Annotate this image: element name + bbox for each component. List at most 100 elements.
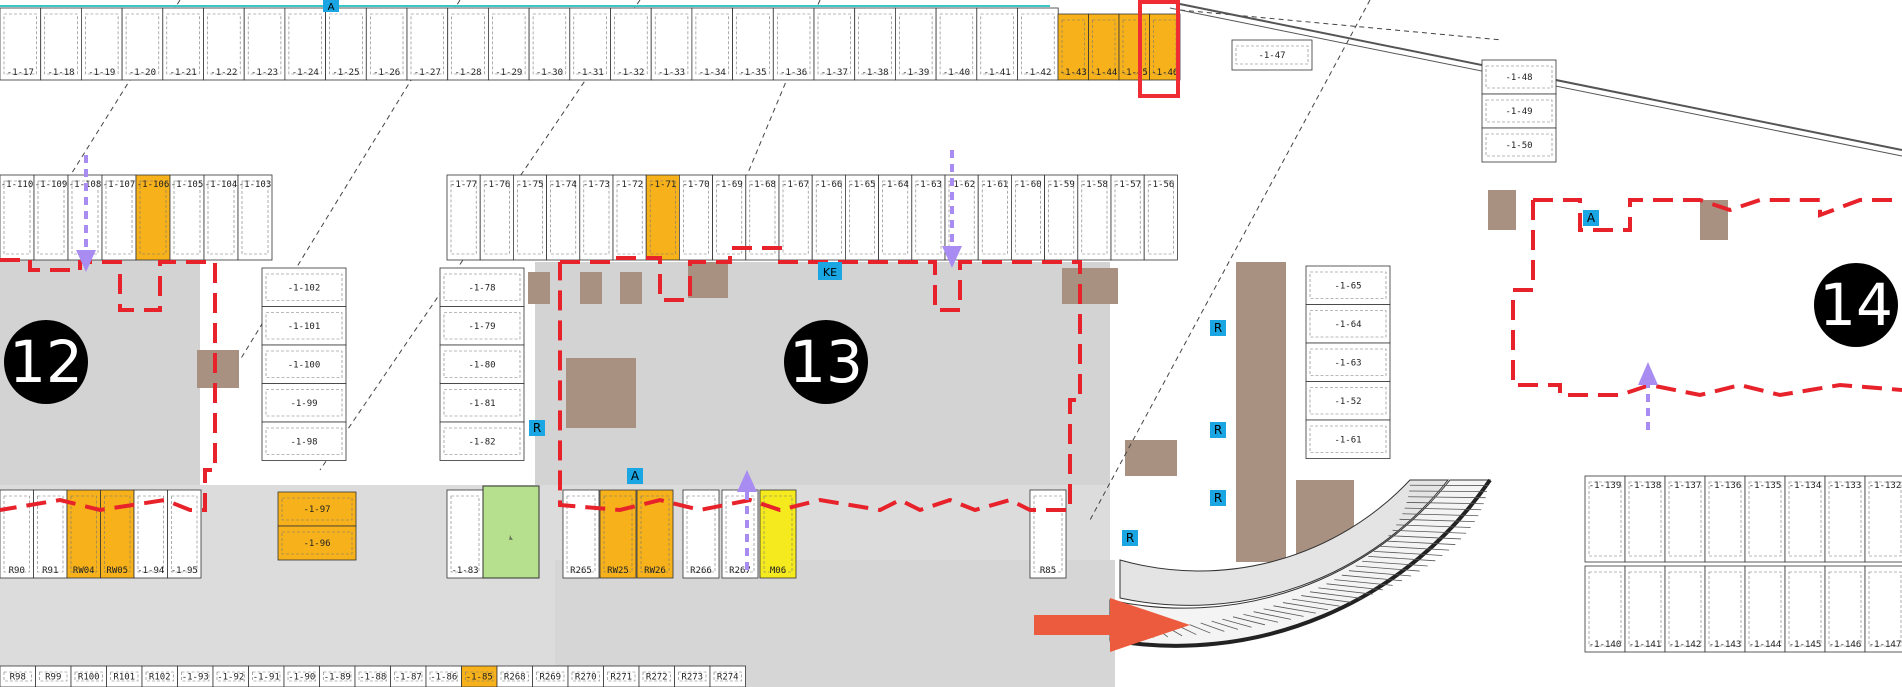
parking-slot[interactable] (1118, 13, 1150, 81)
parking-slot[interactable] (610, 7, 652, 81)
parking-slot[interactable] (1704, 475, 1746, 563)
parking-slot[interactable] (709, 665, 746, 687)
parking-slot[interactable] (1029, 489, 1067, 579)
parking-slot[interactable] (599, 489, 637, 579)
parking-slot[interactable] (406, 7, 449, 81)
parking-slot[interactable] (277, 525, 357, 561)
parking-slot[interactable] (1744, 565, 1786, 653)
parking-slot[interactable] (439, 267, 525, 307)
parking-slot[interactable] (203, 7, 245, 81)
parking-slot[interactable] (439, 344, 525, 384)
parking-slot[interactable] (261, 421, 347, 461)
parking-slot[interactable] (895, 7, 937, 81)
parking-slot[interactable] (1481, 127, 1557, 163)
parking-slot[interactable] (1077, 174, 1112, 261)
parking-slot[interactable] (528, 7, 571, 81)
parking-slot[interactable] (0, 7, 42, 81)
slot-outline (915, 180, 942, 255)
parking-slot[interactable] (878, 174, 913, 261)
parking-slot[interactable] (169, 174, 205, 261)
parking-slot[interactable] (203, 174, 239, 261)
parking-slot[interactable] (325, 7, 367, 81)
parking-slot[interactable] (1481, 59, 1557, 95)
parking-slot[interactable] (1231, 39, 1313, 71)
parking-slot[interactable] (487, 7, 530, 81)
parking-slot[interactable] (261, 383, 347, 423)
parking-slot[interactable] (446, 174, 481, 261)
parking-slot[interactable] (0, 489, 34, 579)
parking-slot[interactable] (854, 7, 896, 81)
parking-slot[interactable] (1481, 93, 1557, 129)
parking-slot[interactable] (691, 7, 734, 81)
parking-slot[interactable] (569, 7, 611, 81)
parking-slot[interactable] (1864, 475, 1902, 563)
parking-slot[interactable] (40, 7, 82, 81)
parking-slot[interactable] (650, 7, 693, 81)
parking-slot[interactable] (81, 7, 123, 81)
parking-slot[interactable] (1017, 7, 1059, 81)
parking-slot[interactable] (261, 267, 347, 307)
parking-slot[interactable] (1584, 475, 1626, 563)
parking-slot[interactable] (33, 174, 69, 261)
parking-slot[interactable] (546, 174, 581, 261)
parking-slot[interactable] (772, 7, 815, 81)
parking-slot[interactable] (1057, 13, 1089, 81)
parking-slot[interactable] (1584, 565, 1626, 653)
parking-slot[interactable] (1305, 304, 1391, 344)
parking-slot[interactable] (679, 174, 714, 261)
parking-slot[interactable] (977, 174, 1012, 261)
parking-slot[interactable] (811, 174, 846, 261)
parking-slot[interactable] (1664, 565, 1706, 653)
parking-slot[interactable] (562, 489, 600, 579)
parking-slot[interactable] (745, 174, 780, 261)
parking-slot[interactable] (133, 489, 168, 579)
parking-slot[interactable] (778, 174, 813, 261)
slot-outline (1309, 271, 1387, 299)
parking-slot[interactable] (1664, 475, 1706, 563)
parking-slot[interactable] (439, 383, 525, 423)
parking-slot[interactable] (237, 174, 273, 261)
parking-slot[interactable] (277, 491, 357, 527)
parking-slot[interactable] (935, 7, 978, 81)
parking-slot[interactable] (1824, 565, 1866, 653)
parking-slot[interactable] (284, 7, 326, 81)
parking-slot[interactable] (1110, 174, 1145, 261)
parking-slot[interactable] (636, 489, 674, 579)
parking-slot[interactable] (976, 7, 1018, 81)
parking-slot[interactable] (845, 174, 880, 261)
parking-slot[interactable] (446, 489, 484, 579)
parking-slot[interactable] (1864, 565, 1902, 653)
parking-slot[interactable] (439, 306, 525, 346)
parking-slot[interactable] (167, 489, 202, 579)
parking-slot[interactable] (579, 174, 614, 261)
parking-slot[interactable] (1824, 475, 1866, 563)
parking-slot[interactable] (1044, 174, 1079, 261)
parking-slot[interactable] (447, 7, 489, 81)
parking-slot[interactable] (682, 489, 720, 579)
parking-slot[interactable] (1011, 174, 1046, 261)
parking-slot[interactable] (135, 174, 171, 261)
parking-slot[interactable] (1744, 475, 1786, 563)
parking-slot[interactable] (721, 489, 759, 579)
parking-slot[interactable] (365, 7, 408, 81)
parking-slot[interactable] (732, 7, 774, 81)
parking-slot[interactable] (1305, 419, 1391, 459)
parking-slot[interactable] (479, 174, 514, 261)
parking-slot[interactable] (1784, 475, 1826, 563)
parking-slot[interactable] (712, 174, 747, 261)
parking-slot[interactable] (645, 174, 680, 261)
parking-slot[interactable] (100, 489, 135, 579)
parking-slot[interactable] (101, 174, 137, 261)
parking-slot[interactable] (439, 421, 525, 461)
parking-slot[interactable] (813, 7, 856, 81)
accessible-slot[interactable] (482, 485, 540, 579)
parking-slot[interactable] (1305, 265, 1391, 305)
parking-slot[interactable] (121, 7, 164, 81)
parking-slot[interactable] (1624, 475, 1666, 563)
parking-slot[interactable] (162, 7, 204, 81)
parking-slot[interactable] (1624, 565, 1666, 653)
parking-slot[interactable] (1143, 174, 1178, 261)
parking-slot[interactable] (243, 7, 286, 81)
parking-slot[interactable] (1305, 342, 1391, 382)
parking-slot[interactable] (944, 174, 979, 261)
